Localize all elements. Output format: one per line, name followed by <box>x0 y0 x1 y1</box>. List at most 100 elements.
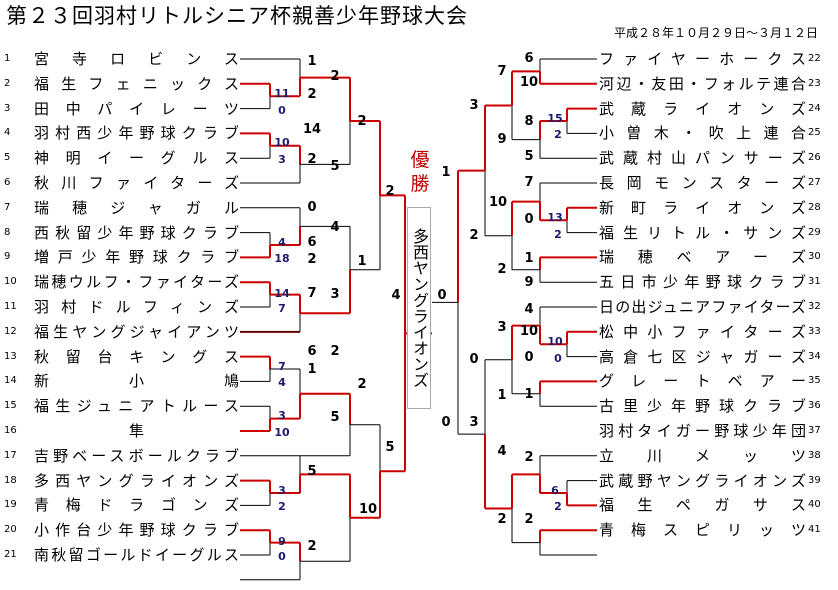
match-score: 10 <box>358 502 378 517</box>
team-name: 青梅ドラゴンズ <box>34 496 239 515</box>
match-score: 14 <box>274 287 290 301</box>
seed-number: 24 <box>808 102 821 114</box>
match-score: 10 <box>519 75 539 90</box>
team-name: 南秋留ゴールドイーグルス <box>34 546 239 564</box>
match-score: 2 <box>307 252 317 267</box>
team-name: 新町ライオンズ <box>599 198 806 217</box>
match-score: 4 <box>278 376 286 390</box>
match-score: 2 <box>524 450 534 465</box>
seed-number: 1 <box>4 53 11 64</box>
match-score: 10 <box>274 136 290 150</box>
champion-label: 優勝 <box>410 149 430 195</box>
team-name: 福生フェニックス <box>34 74 239 93</box>
champion-team: 多西ヤングライオンズ <box>407 207 431 409</box>
match-score: 2 <box>307 152 317 167</box>
seed-number: 40 <box>808 499 821 511</box>
tournament-dates: 平成２８年１０月２９日～３月１２日 <box>613 26 818 40</box>
match-score: 1 <box>524 387 534 402</box>
match-score: 2 <box>357 114 367 129</box>
team-name: ファイヤーホークス <box>599 50 806 68</box>
team-name: 福生リトル・サンズ <box>599 223 806 242</box>
match-score: 0 <box>278 103 286 117</box>
team-name: 松中小ファイターズ <box>599 322 806 341</box>
match-score: 10 <box>274 426 290 439</box>
team-name: 隼 <box>128 422 144 440</box>
team-name: 増戸少年野球クラブ <box>34 248 239 267</box>
match-score: 8 <box>524 114 534 129</box>
match-score: 1 <box>497 388 507 403</box>
seed-number: 39 <box>808 474 821 486</box>
seed-number: 28 <box>808 201 821 213</box>
match-score: 7 <box>524 175 534 190</box>
seed-number: 30 <box>808 251 821 263</box>
seed-number: 5 <box>4 152 11 164</box>
match-score: 5 <box>330 410 340 425</box>
match-score: 7 <box>278 302 286 315</box>
seed-number: 27 <box>808 177 821 188</box>
match-score: 2 <box>497 262 507 277</box>
seed-number: 13 <box>4 350 17 362</box>
match-score: 3 <box>278 153 286 167</box>
seed-number: 14 <box>4 375 17 387</box>
match-score: 1 <box>441 165 451 180</box>
seed-number: 12 <box>4 325 17 337</box>
match-score: 7 <box>278 359 286 373</box>
match-score: 2 <box>357 377 367 392</box>
match-score: 9 <box>524 275 534 290</box>
match-score: 3 <box>497 320 507 335</box>
match-score: 1 <box>307 362 317 377</box>
match-score: 4 <box>524 302 534 317</box>
match-score: 6 <box>524 51 534 66</box>
team-name: 秋川ファイターズ <box>34 174 239 192</box>
match-score: 2 <box>278 500 286 514</box>
seed-number: 41 <box>808 524 821 536</box>
match-score: 1 <box>524 251 534 266</box>
team-name: 五日市少年野球クラブ <box>599 273 806 292</box>
match-score: 4 <box>278 235 286 249</box>
seed-number: 38 <box>808 449 821 461</box>
match-score: 0 <box>441 415 451 430</box>
team-name: 田中パイレーツ <box>34 99 239 118</box>
seed-number: 20 <box>4 524 17 536</box>
match-score: 4 <box>497 444 507 459</box>
team-name: 青梅スピリッツ <box>599 521 806 540</box>
team-name: 多西ヤングライオンズ <box>34 471 239 490</box>
team-name: 河辺・友田・フォルテ連合 <box>599 74 806 93</box>
match-score: 5 <box>330 159 340 174</box>
match-score: 0 <box>469 352 479 367</box>
team-name: 日の出ジュニアファイターズ <box>599 298 806 316</box>
team-name: グレートベアー <box>599 372 806 391</box>
match-score: 4 <box>391 288 401 303</box>
team-name: 瑞穂ウルフ・ファイターズ <box>34 273 239 292</box>
match-score: 11 <box>274 86 290 100</box>
team-name: 西秋留少年野球クラブ <box>34 223 239 242</box>
match-score: 2 <box>497 512 507 527</box>
match-score: 0 <box>554 351 562 365</box>
match-score: 3 <box>278 409 286 423</box>
match-score: 3 <box>330 287 340 302</box>
seed-number: 26 <box>808 152 821 164</box>
seed-number: 25 <box>808 127 821 139</box>
seed-number: 15 <box>4 400 17 412</box>
team-name: 古里少年野球クラブ <box>599 397 806 416</box>
team-name: 小曽木・吹上連合 <box>599 124 806 143</box>
team-name: 福生ジュニアトルース <box>34 397 239 416</box>
team-name: 福生ペガサス <box>599 496 806 515</box>
seed-number: 23 <box>808 77 821 89</box>
team-name: 長岡モンスターズ <box>599 174 806 192</box>
match-score: 18 <box>274 252 290 266</box>
match-score: 0 <box>307 200 317 215</box>
match-score: 2 <box>469 228 479 243</box>
seed-number: 32 <box>808 301 821 312</box>
team-name: 羽村タイガー野球少年団 <box>599 422 806 440</box>
seed-number: 3 <box>4 102 11 114</box>
team-name: 立川メッツ <box>599 446 806 465</box>
match-score: 2 <box>554 500 562 514</box>
match-score: 0 <box>524 350 534 365</box>
seed-number: 16 <box>4 425 17 436</box>
team-name: 秋留台キングス <box>34 347 239 366</box>
seed-number: 19 <box>4 499 17 511</box>
match-score: 2 <box>330 344 340 359</box>
match-score: 2 <box>307 87 317 102</box>
